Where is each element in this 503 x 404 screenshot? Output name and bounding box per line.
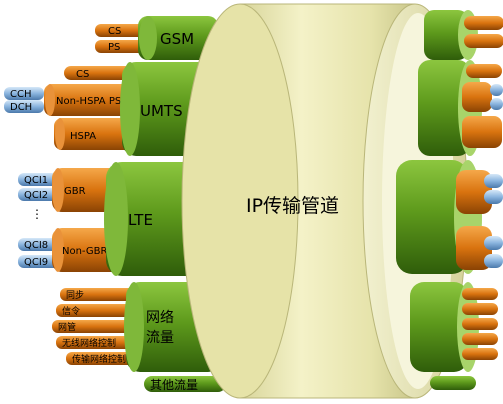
gsm-pipe bbox=[138, 16, 218, 60]
gsm-label: GSM bbox=[160, 30, 194, 48]
right-lte-gbr bbox=[456, 170, 492, 214]
right-umts-cs bbox=[466, 64, 502, 78]
umts-cch-pipe bbox=[4, 87, 44, 100]
gsm-cs-label: CS bbox=[108, 26, 121, 37]
umts-dch-label: DCH bbox=[10, 102, 32, 113]
net-mgmt-label: 网管 bbox=[58, 321, 76, 333]
lte-gbr-pipe bbox=[52, 168, 122, 212]
right-other-pipe bbox=[430, 376, 476, 390]
right-lte-qci2 bbox=[484, 190, 503, 204]
lte-qci8-label: QCI8 bbox=[24, 240, 48, 251]
right-gsm-cs bbox=[464, 16, 503, 30]
net-rnc-label: 无线网络控制 bbox=[62, 337, 116, 349]
umts-group: CS CCH DCH Non-HSPA PS HSPA UMTS bbox=[4, 62, 222, 156]
right-gsm-pipe bbox=[424, 10, 468, 60]
gsm-pipe-end bbox=[139, 16, 157, 60]
gsm-group: CS PS GSM bbox=[95, 16, 218, 60]
umts-label: UMTS bbox=[140, 102, 183, 120]
lte-nongbr-label: Non-GBR bbox=[62, 246, 108, 257]
right-umts-nonhspa bbox=[462, 82, 492, 112]
right-pipes bbox=[396, 10, 503, 390]
lte-qci8-pipe bbox=[18, 238, 60, 251]
net-signal-label: 信令 bbox=[62, 305, 80, 317]
umts-pipe-end bbox=[120, 62, 140, 156]
umts-hspa-pipe bbox=[54, 118, 132, 150]
right-net-sync bbox=[462, 288, 498, 300]
umts-cch-label: CCH bbox=[10, 89, 31, 100]
network-label-1: 网络 bbox=[146, 310, 174, 326]
lte-nongbr-pipe bbox=[52, 228, 122, 272]
gsm-ps-label: PS bbox=[108, 42, 120, 53]
right-umts-dch bbox=[490, 98, 503, 110]
net-signal-pipe bbox=[56, 304, 140, 317]
right-lte-qci8 bbox=[484, 236, 503, 250]
right-gsm-ps bbox=[464, 34, 503, 48]
net-tnc-label: 传输网络控制 bbox=[72, 353, 126, 365]
right-net-tnc bbox=[462, 348, 498, 360]
lte-qci9-label: QCI9 bbox=[24, 257, 48, 268]
lte-gbr-pipe-end bbox=[52, 168, 64, 212]
center-label: IP传输管道 bbox=[246, 195, 339, 217]
lte-pipe-end bbox=[104, 162, 128, 276]
lte-nongbr-pipe-end bbox=[52, 228, 64, 272]
net-sync-label: 同步 bbox=[66, 290, 84, 301]
right-net-signal bbox=[462, 303, 498, 315]
umts-hspa-label: HSPA bbox=[70, 131, 96, 142]
right-lte-nongbr bbox=[456, 226, 492, 270]
net-rnc-pipe bbox=[56, 336, 140, 349]
lte-qci2-label: QCI2 bbox=[24, 190, 48, 201]
lte-ellipsis: ⋮ bbox=[31, 207, 43, 221]
right-umts-cch bbox=[490, 84, 503, 96]
umts-nonhspa-pipe bbox=[44, 84, 132, 116]
net-mgmt-pipe bbox=[52, 320, 140, 333]
lte-gbr-label: GBR bbox=[64, 186, 86, 197]
umts-nonhspa-label: Non-HSPA PS bbox=[56, 96, 121, 107]
right-network-pipe bbox=[410, 282, 468, 372]
right-lte-qci9 bbox=[484, 254, 503, 268]
network-group: 同步 信令 网管 无线网络控制 传输网络控制 网络 流量 bbox=[52, 282, 222, 372]
lte-qci1-pipe bbox=[18, 173, 60, 186]
lte-label: LTE bbox=[128, 211, 153, 229]
umts-nonhspa-pipe-end bbox=[45, 84, 55, 116]
tube-left-end bbox=[182, 4, 298, 398]
other-traffic-pipe bbox=[144, 376, 226, 392]
network-label-2: 流量 bbox=[146, 330, 174, 346]
net-sync-pipe bbox=[60, 288, 140, 301]
other-traffic-label: 其他流量 bbox=[150, 378, 198, 392]
umts-cs-pipe bbox=[64, 66, 134, 80]
umts-dch-pipe bbox=[4, 100, 44, 113]
right-lte-pipe bbox=[396, 160, 468, 274]
right-umts-hspa bbox=[462, 116, 502, 148]
lte-qci2-pipe bbox=[18, 188, 60, 201]
network-pipe-end bbox=[124, 282, 144, 372]
other-group: 其他流量 bbox=[144, 376, 226, 392]
umts-hspa-pipe-end bbox=[55, 118, 65, 150]
right-umts-pipe bbox=[418, 60, 470, 156]
lte-qci9-pipe bbox=[18, 255, 60, 268]
lte-qci1-label: QCI1 bbox=[24, 175, 48, 186]
right-net-mgmt bbox=[462, 318, 498, 330]
right-lte-qci1 bbox=[484, 174, 503, 188]
umts-cs-label: CS bbox=[76, 69, 89, 80]
right-net-rnc bbox=[462, 333, 498, 345]
